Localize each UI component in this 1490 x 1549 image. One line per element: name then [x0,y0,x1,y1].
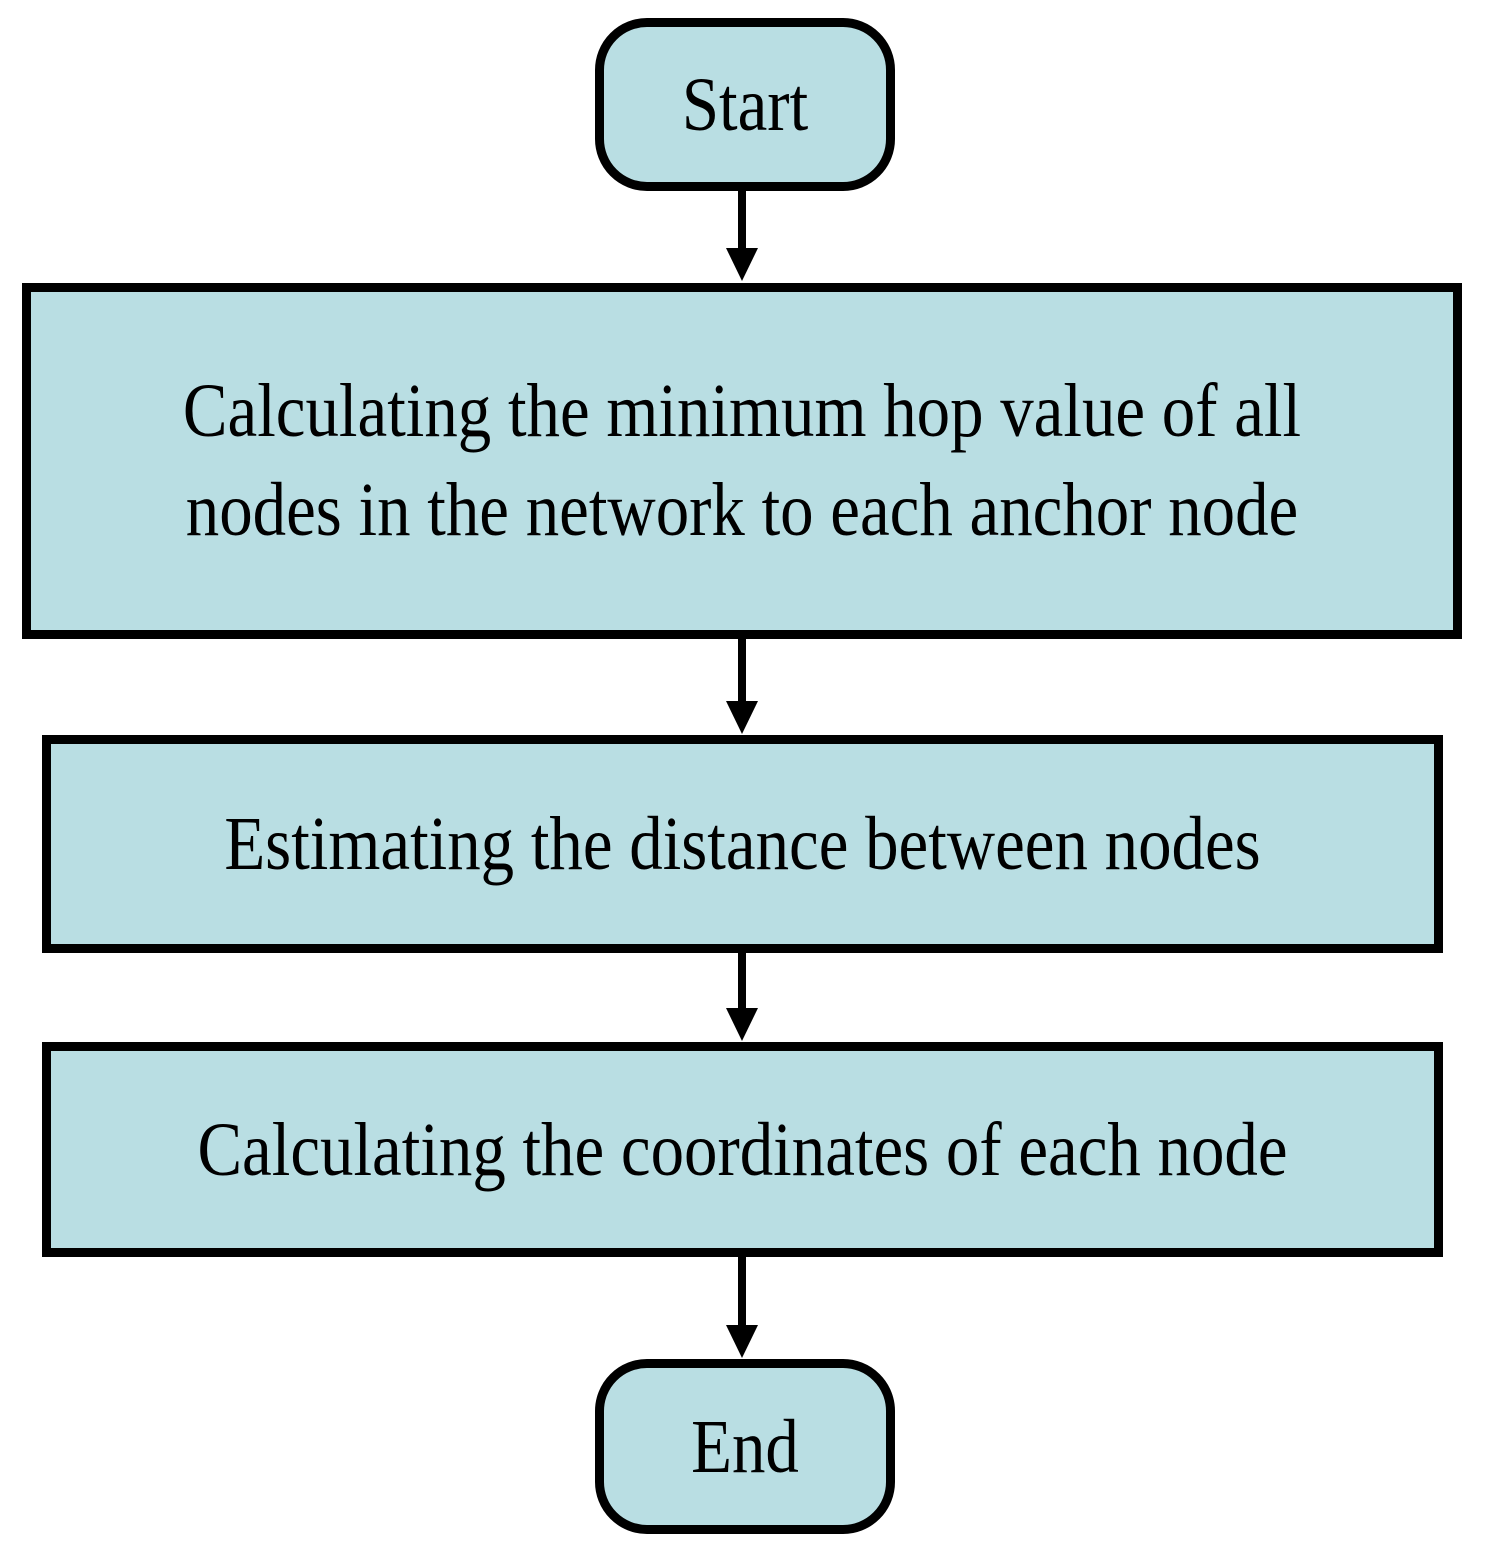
flow-node-step-3-label: Calculating the coordinates of each node [197,1107,1288,1192]
flow-node-step-3[interactable]: Calculating the coordinates of each node [42,1042,1443,1257]
flow-node-end[interactable]: End [595,1359,895,1534]
flow-node-step-2[interactable]: Estimating the distance between nodes [42,735,1443,953]
connector-step-1-to-step-2-arrowhead [726,701,758,734]
flow-node-step-2-label: Estimating the distance between nodes [224,802,1261,886]
connector-step-2-to-step-3-arrowhead [726,1008,758,1041]
flow-node-end-label: End [691,1404,799,1489]
flow-node-step-1[interactable]: Calculating the minimum hop value of all… [22,283,1462,639]
connector-step-3-to-end-arrowhead [726,1325,758,1358]
connector-start-to-step-1-arrowhead [726,248,758,281]
flow-node-start-label: Start [681,62,809,147]
flow-node-step-1-label: Calculating the minimum hop value of all… [182,369,1302,552]
flow-node-start[interactable]: Start [595,18,895,191]
